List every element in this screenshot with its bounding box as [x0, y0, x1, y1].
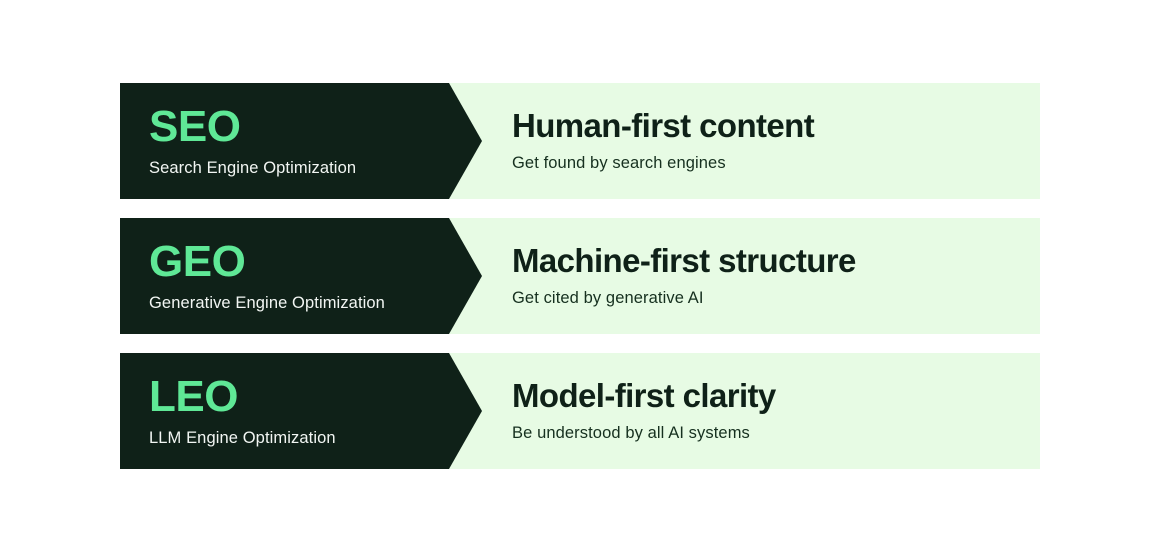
detail-subtitle-seo: Get found by search engines [512, 154, 726, 173]
detail-subtitle-leo: Be understood by all AI systems [512, 424, 750, 443]
detail-content-geo: Machine-first structure Get cited by gen… [512, 218, 1032, 334]
acronym-label-seo: SEO [149, 101, 241, 151]
acronym-label-geo: GEO [149, 236, 246, 286]
chevron-banner-leo: LEO LLM Engine Optimization [120, 353, 482, 469]
detail-title-seo: Human-first content [512, 107, 815, 145]
acronym-expansion-seo: Search Engine Optimization [149, 158, 357, 177]
chevron-content-geo: GEO Generative Engine Optimization [149, 218, 449, 334]
chevron-content-seo: SEO Search Engine Optimization [149, 83, 449, 199]
comparison-row-leo: LEO LLM Engine Optimization Model-first … [120, 353, 1040, 469]
comparison-row-geo: GEO Generative Engine Optimization Machi… [120, 218, 1040, 334]
detail-content-seo: Human-first content Get found by search … [512, 83, 1032, 199]
comparison-row-seo: SEO Search Engine Optimization Human-fir… [120, 83, 1040, 199]
chevron-banner-seo: SEO Search Engine Optimization [120, 83, 482, 199]
detail-title-leo: Model-first clarity [512, 377, 776, 415]
acronym-label-leo: LEO [149, 371, 238, 421]
detail-title-geo: Machine-first structure [512, 242, 856, 280]
chevron-banner-geo: GEO Generative Engine Optimization [120, 218, 482, 334]
optimization-comparison-board: SEO Search Engine Optimization Human-fir… [120, 83, 1040, 469]
chevron-content-leo: LEO LLM Engine Optimization [149, 353, 449, 469]
acronym-expansion-geo: Generative Engine Optimization [149, 293, 385, 312]
detail-content-leo: Model-first clarity Be understood by all… [512, 353, 1032, 469]
detail-subtitle-geo: Get cited by generative AI [512, 289, 704, 308]
acronym-expansion-leo: LLM Engine Optimization [149, 428, 336, 447]
